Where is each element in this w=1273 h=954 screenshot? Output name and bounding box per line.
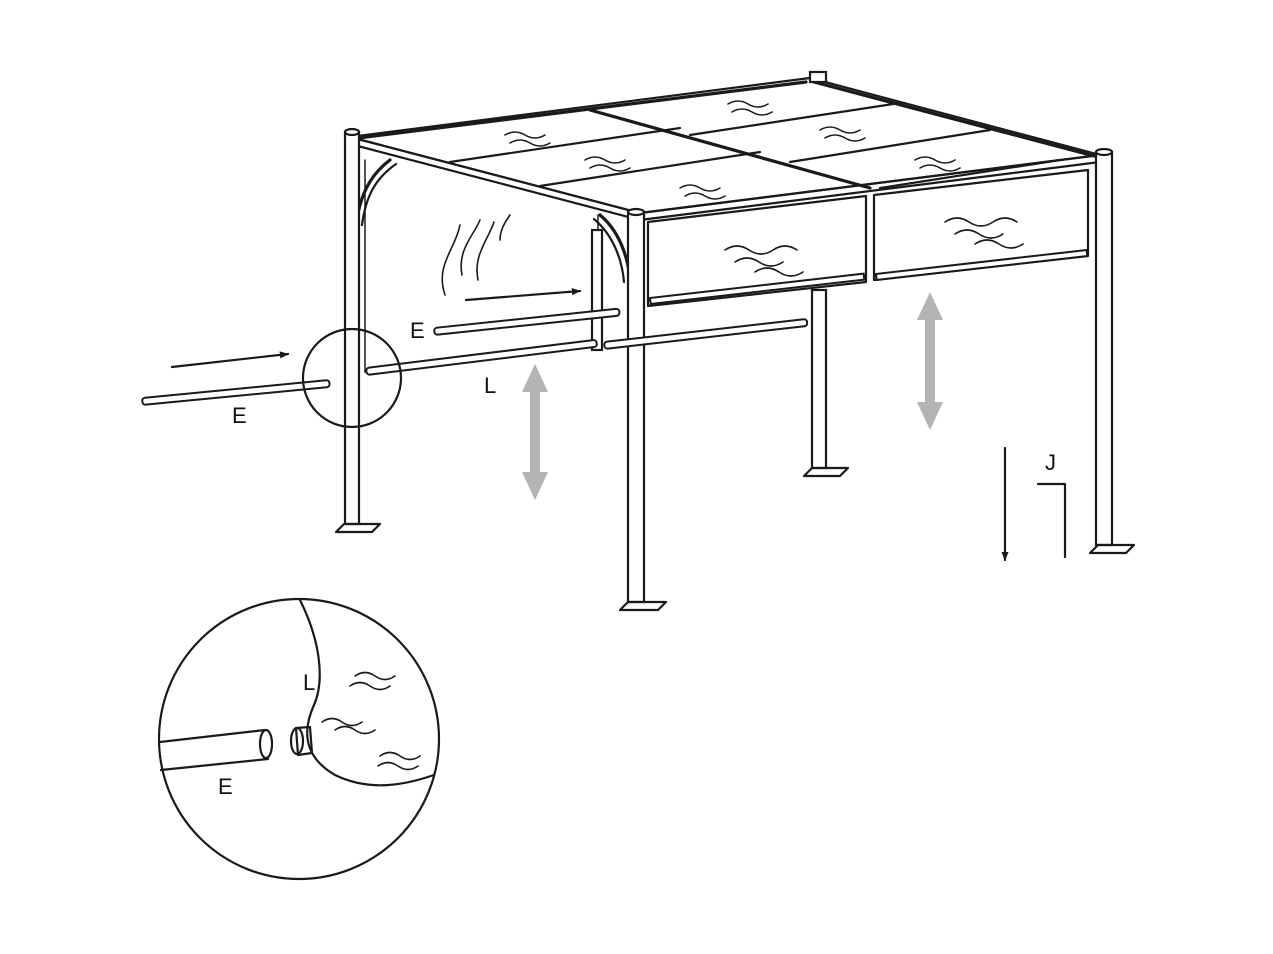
front-curtain-right xyxy=(872,168,1090,282)
front-curtain-left xyxy=(646,194,868,308)
double-arrow-left xyxy=(522,364,548,500)
label-detail-bar: E xyxy=(218,774,233,799)
label-bar-left: E xyxy=(232,403,247,428)
label-curtain-edge: L xyxy=(484,373,496,398)
pergola-roof xyxy=(348,70,1102,222)
detail-callout-circle xyxy=(301,327,403,429)
bars xyxy=(141,307,809,406)
loose-bar-e xyxy=(141,379,331,406)
detail-view xyxy=(157,597,441,881)
hook-j xyxy=(1036,482,1067,559)
arrows xyxy=(170,288,1009,562)
arrow-right-middle xyxy=(464,288,582,302)
arrow-right-left xyxy=(170,351,290,369)
label-hook: J xyxy=(1045,450,1056,475)
label-detail-curtain: L xyxy=(303,670,315,695)
label-bar-middle: E xyxy=(410,318,425,343)
double-arrow-right xyxy=(917,292,943,430)
